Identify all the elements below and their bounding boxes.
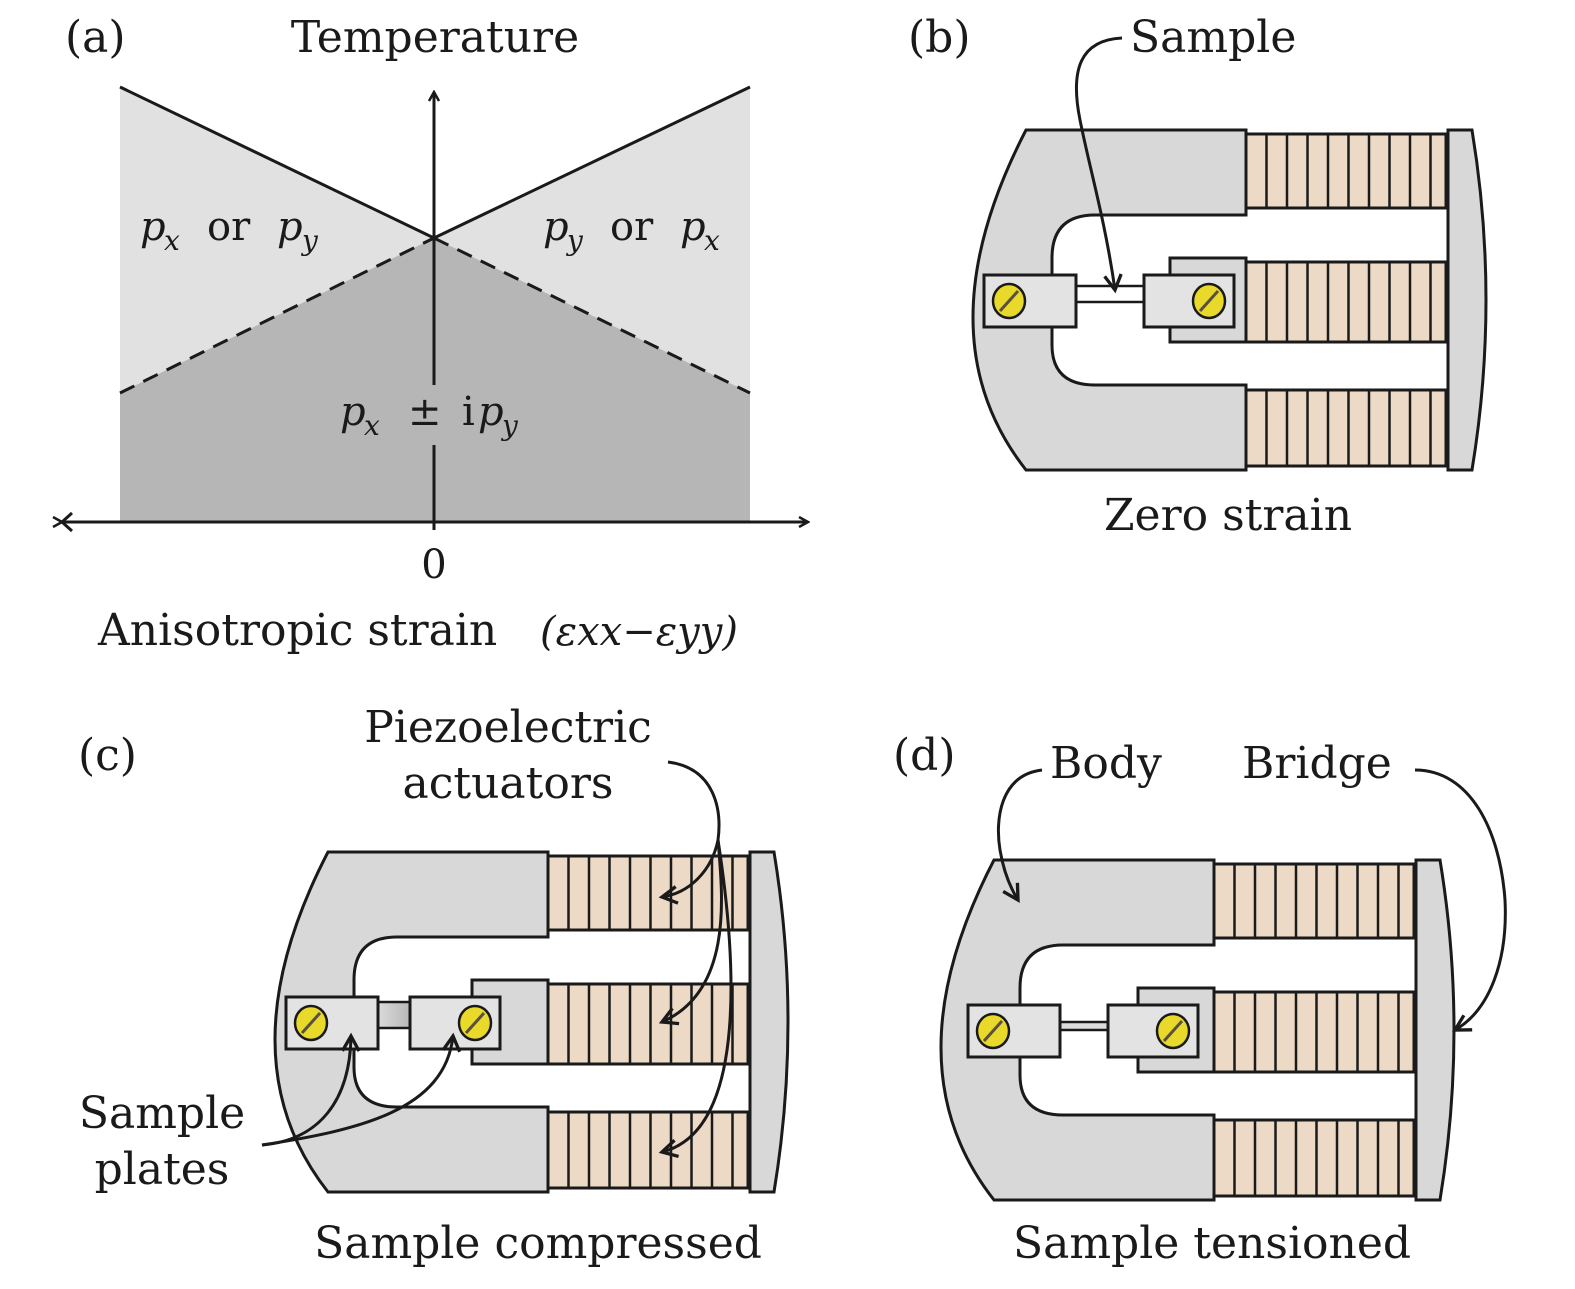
panel-c-caption: Sample compressed bbox=[314, 1218, 762, 1269]
piezo-actuator-stack bbox=[546, 982, 750, 1066]
screw-icon bbox=[975, 1012, 1011, 1050]
callout-actuator-arrow-bottom bbox=[662, 839, 733, 1152]
screw-icon bbox=[1155, 1012, 1191, 1050]
phase-boundary-solid-left bbox=[119, 85, 435, 240]
label-bottom-s1: x bbox=[364, 409, 380, 442]
screw-icon bbox=[991, 282, 1027, 320]
phase-boundary-dashed-left bbox=[119, 236, 435, 395]
x-axis-expression: (εxx−εyy) bbox=[540, 609, 738, 655]
screw-slot bbox=[1198, 289, 1220, 313]
label-left-s2: y bbox=[300, 224, 319, 257]
callout-body-arrow bbox=[996, 768, 1043, 900]
callout-plates-line2: plates bbox=[95, 1144, 230, 1195]
panel-a-phase-diagram: (a) Temperature 0 Anisotropic strain (εx… bbox=[62, 12, 808, 656]
x-axis-label-text: Anisotropic strain bbox=[97, 605, 497, 656]
panel-d-tag: (d) bbox=[893, 730, 956, 781]
label-left-region: p x or p y bbox=[140, 204, 319, 257]
callout-sample-arrow bbox=[1074, 36, 1122, 290]
piezo-actuator-stack bbox=[1212, 990, 1416, 1074]
piezo-actuator-stack bbox=[1212, 1118, 1416, 1198]
piezo-stack-outline bbox=[1212, 990, 1416, 1074]
x-tick-zero: 0 bbox=[421, 542, 446, 588]
label-bottom-region: p x ± i p y bbox=[340, 389, 519, 442]
body bbox=[939, 858, 1216, 1202]
label-bottom-s2: y bbox=[500, 409, 519, 442]
body bbox=[971, 128, 1248, 472]
bridge bbox=[748, 850, 790, 1194]
label-right-p2: p bbox=[680, 204, 706, 250]
callout-plates-arrow-right bbox=[261, 1036, 453, 1147]
piezo-stack-outline bbox=[546, 982, 750, 1066]
label-bottom-p1: p bbox=[340, 389, 366, 435]
piezo-actuator-stack bbox=[1244, 260, 1448, 344]
callout-body: Body bbox=[1050, 738, 1162, 789]
callout-bridge: Bridge bbox=[1242, 738, 1392, 789]
piezo-stack-outline bbox=[546, 854, 750, 932]
screw-icon bbox=[457, 1004, 493, 1042]
label-bottom-i: i bbox=[462, 389, 475, 435]
panel-a-tag: (a) bbox=[65, 12, 126, 63]
piezo-stack-outline bbox=[546, 1110, 750, 1190]
label-left-or: or bbox=[207, 204, 251, 250]
piezo-stack-outline bbox=[1244, 132, 1448, 210]
x-axis-left-arrow-icon bbox=[59, 511, 74, 533]
panel-d-device bbox=[939, 858, 1456, 1202]
label-right-p1: p bbox=[543, 204, 569, 250]
y-axis-label: Temperature bbox=[291, 12, 579, 63]
piezo-actuator-stack bbox=[546, 854, 750, 932]
label-left-s1: x bbox=[164, 224, 180, 257]
piezo-stack-outline bbox=[1212, 862, 1416, 940]
phase-boundary-solid-right bbox=[433, 85, 751, 240]
label-bottom-pm: ± bbox=[408, 389, 442, 435]
screw-slot bbox=[998, 289, 1020, 313]
panel-b-device bbox=[971, 128, 1488, 472]
label-bottom-p2: p bbox=[478, 389, 504, 435]
screw-slot bbox=[1162, 1019, 1184, 1043]
label-left-p1: p bbox=[140, 204, 166, 250]
screw-slot bbox=[982, 1019, 1004, 1043]
label-right-s2: x bbox=[704, 224, 720, 257]
x-axis-label: Anisotropic strain (εxx−εyy) bbox=[97, 605, 738, 656]
callout-actuators-line2: actuators bbox=[403, 758, 614, 809]
piezo-stack-outline bbox=[1212, 1118, 1416, 1198]
panel-d-caption: Sample tensioned bbox=[1013, 1218, 1411, 1269]
panel-c-tag: (c) bbox=[78, 730, 137, 781]
panel-b-tag: (b) bbox=[908, 12, 971, 63]
phase-boundary-dashed-right bbox=[433, 236, 751, 395]
label-right-or: or bbox=[610, 204, 654, 250]
screw-slot bbox=[300, 1011, 322, 1035]
piezo-actuator-stack bbox=[546, 1110, 750, 1190]
screw-icon bbox=[1191, 282, 1227, 320]
label-right-s1: y bbox=[565, 224, 584, 257]
screw-slot bbox=[464, 1011, 486, 1035]
callout-actuator-arrow-top bbox=[662, 760, 721, 897]
piezo-actuator-stack bbox=[1244, 388, 1448, 468]
piezo-stack-outline bbox=[1244, 260, 1448, 344]
piezo-actuator-stack bbox=[1212, 862, 1416, 940]
panel-c-device bbox=[273, 850, 790, 1194]
label-right-region: p y or p x bbox=[543, 204, 720, 257]
screw-icon bbox=[293, 1004, 329, 1042]
bridge bbox=[1446, 128, 1488, 472]
piezo-actuator-stack bbox=[1244, 132, 1448, 210]
panel-b-caption: Zero strain bbox=[1104, 490, 1352, 541]
callout-actuators-line1: Piezoelectric bbox=[364, 702, 652, 753]
label-left-p2: p bbox=[277, 204, 303, 250]
callout-sample: Sample bbox=[1130, 12, 1296, 63]
sample bbox=[1074, 284, 1146, 304]
body bbox=[273, 850, 550, 1194]
callout-plates-line1: Sample bbox=[79, 1088, 245, 1139]
bridge bbox=[1414, 858, 1456, 1202]
piezo-stack-outline bbox=[1244, 388, 1448, 468]
callout-bridge-arrow bbox=[1414, 768, 1507, 1030]
